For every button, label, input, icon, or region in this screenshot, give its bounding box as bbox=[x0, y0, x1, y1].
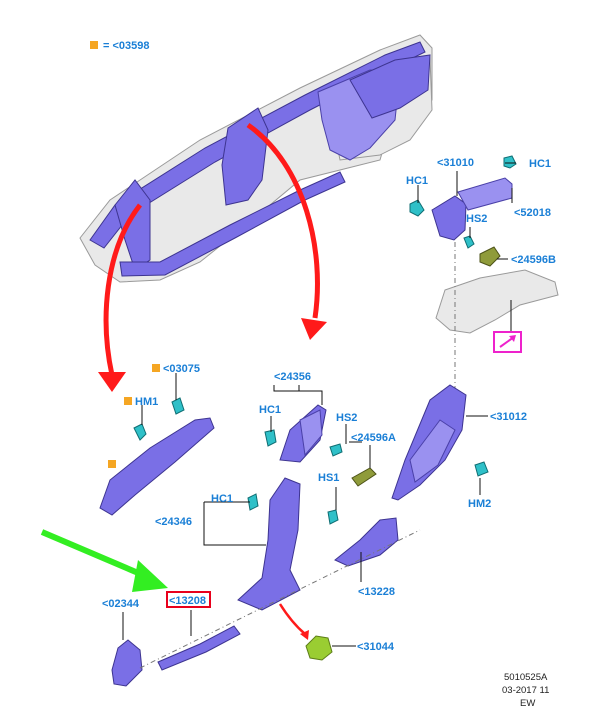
highlight-box-13208 bbox=[166, 591, 211, 608]
front-sill-trim bbox=[111, 625, 241, 687]
footer-tag: EW bbox=[520, 698, 535, 709]
label-02344: <02344 bbox=[102, 598, 140, 610]
label-24356: <24356 bbox=[274, 371, 311, 383]
legend-text: = <03598 bbox=[103, 40, 150, 52]
label-hs2-center: HS2 bbox=[336, 412, 357, 424]
label-13208: <13208 bbox=[169, 595, 206, 607]
rear-sill-trim bbox=[327, 509, 399, 567]
red-arrow-small bbox=[278, 603, 309, 640]
label-13228: <13228 bbox=[358, 586, 395, 598]
body-side-assembly bbox=[79, 34, 433, 283]
b-pillar-upper-trim bbox=[264, 404, 377, 487]
label-hc1-center: HC1 bbox=[259, 404, 281, 416]
label-24596a: <24596A bbox=[351, 432, 396, 444]
red-arrow-left bbox=[98, 203, 142, 392]
label-31012: <31012 bbox=[490, 411, 527, 423]
red-arrow-right bbox=[246, 122, 327, 340]
label-hs2-upper: HS2 bbox=[466, 213, 487, 225]
magenta-callout-icon bbox=[493, 331, 522, 353]
label-hc1-lower: HC1 bbox=[211, 493, 233, 505]
label-52018: <52018 bbox=[514, 207, 551, 219]
leaders-bottom bbox=[122, 487, 421, 669]
legend-swatch-icon bbox=[90, 41, 98, 49]
label-hm2: HM2 bbox=[468, 498, 491, 510]
leaders-left-mid bbox=[141, 373, 177, 425]
leaders-b-lower bbox=[203, 501, 266, 546]
leaders-center-upper bbox=[270, 385, 371, 468]
label-hs1: HS1 bbox=[318, 472, 339, 484]
leaders-upper-right bbox=[417, 162, 516, 390]
b-pillar-lower-trim bbox=[237, 477, 301, 611]
leaders-right bbox=[466, 415, 488, 495]
c-pillar-trim bbox=[391, 384, 489, 501]
label-24596b: <24596B bbox=[511, 254, 556, 266]
label-03075: <03075 bbox=[163, 363, 200, 375]
label-31010: <31010 bbox=[437, 157, 474, 169]
label-hc1-left: HC1 bbox=[406, 175, 428, 187]
footer-code: 5010525A bbox=[504, 672, 548, 683]
upper-right-parts bbox=[409, 155, 559, 334]
part-31044 bbox=[305, 635, 333, 661]
a-pillar-trim bbox=[99, 364, 215, 516]
label-hc1-top-right: HC1 bbox=[529, 158, 551, 170]
label-24346: <24346 bbox=[155, 516, 192, 528]
label-31044: <31044 bbox=[357, 641, 395, 653]
footer-date: 03-2017 11 bbox=[502, 685, 549, 696]
green-arrow bbox=[40, 529, 168, 592]
label-hm1: HM1 bbox=[135, 396, 158, 408]
